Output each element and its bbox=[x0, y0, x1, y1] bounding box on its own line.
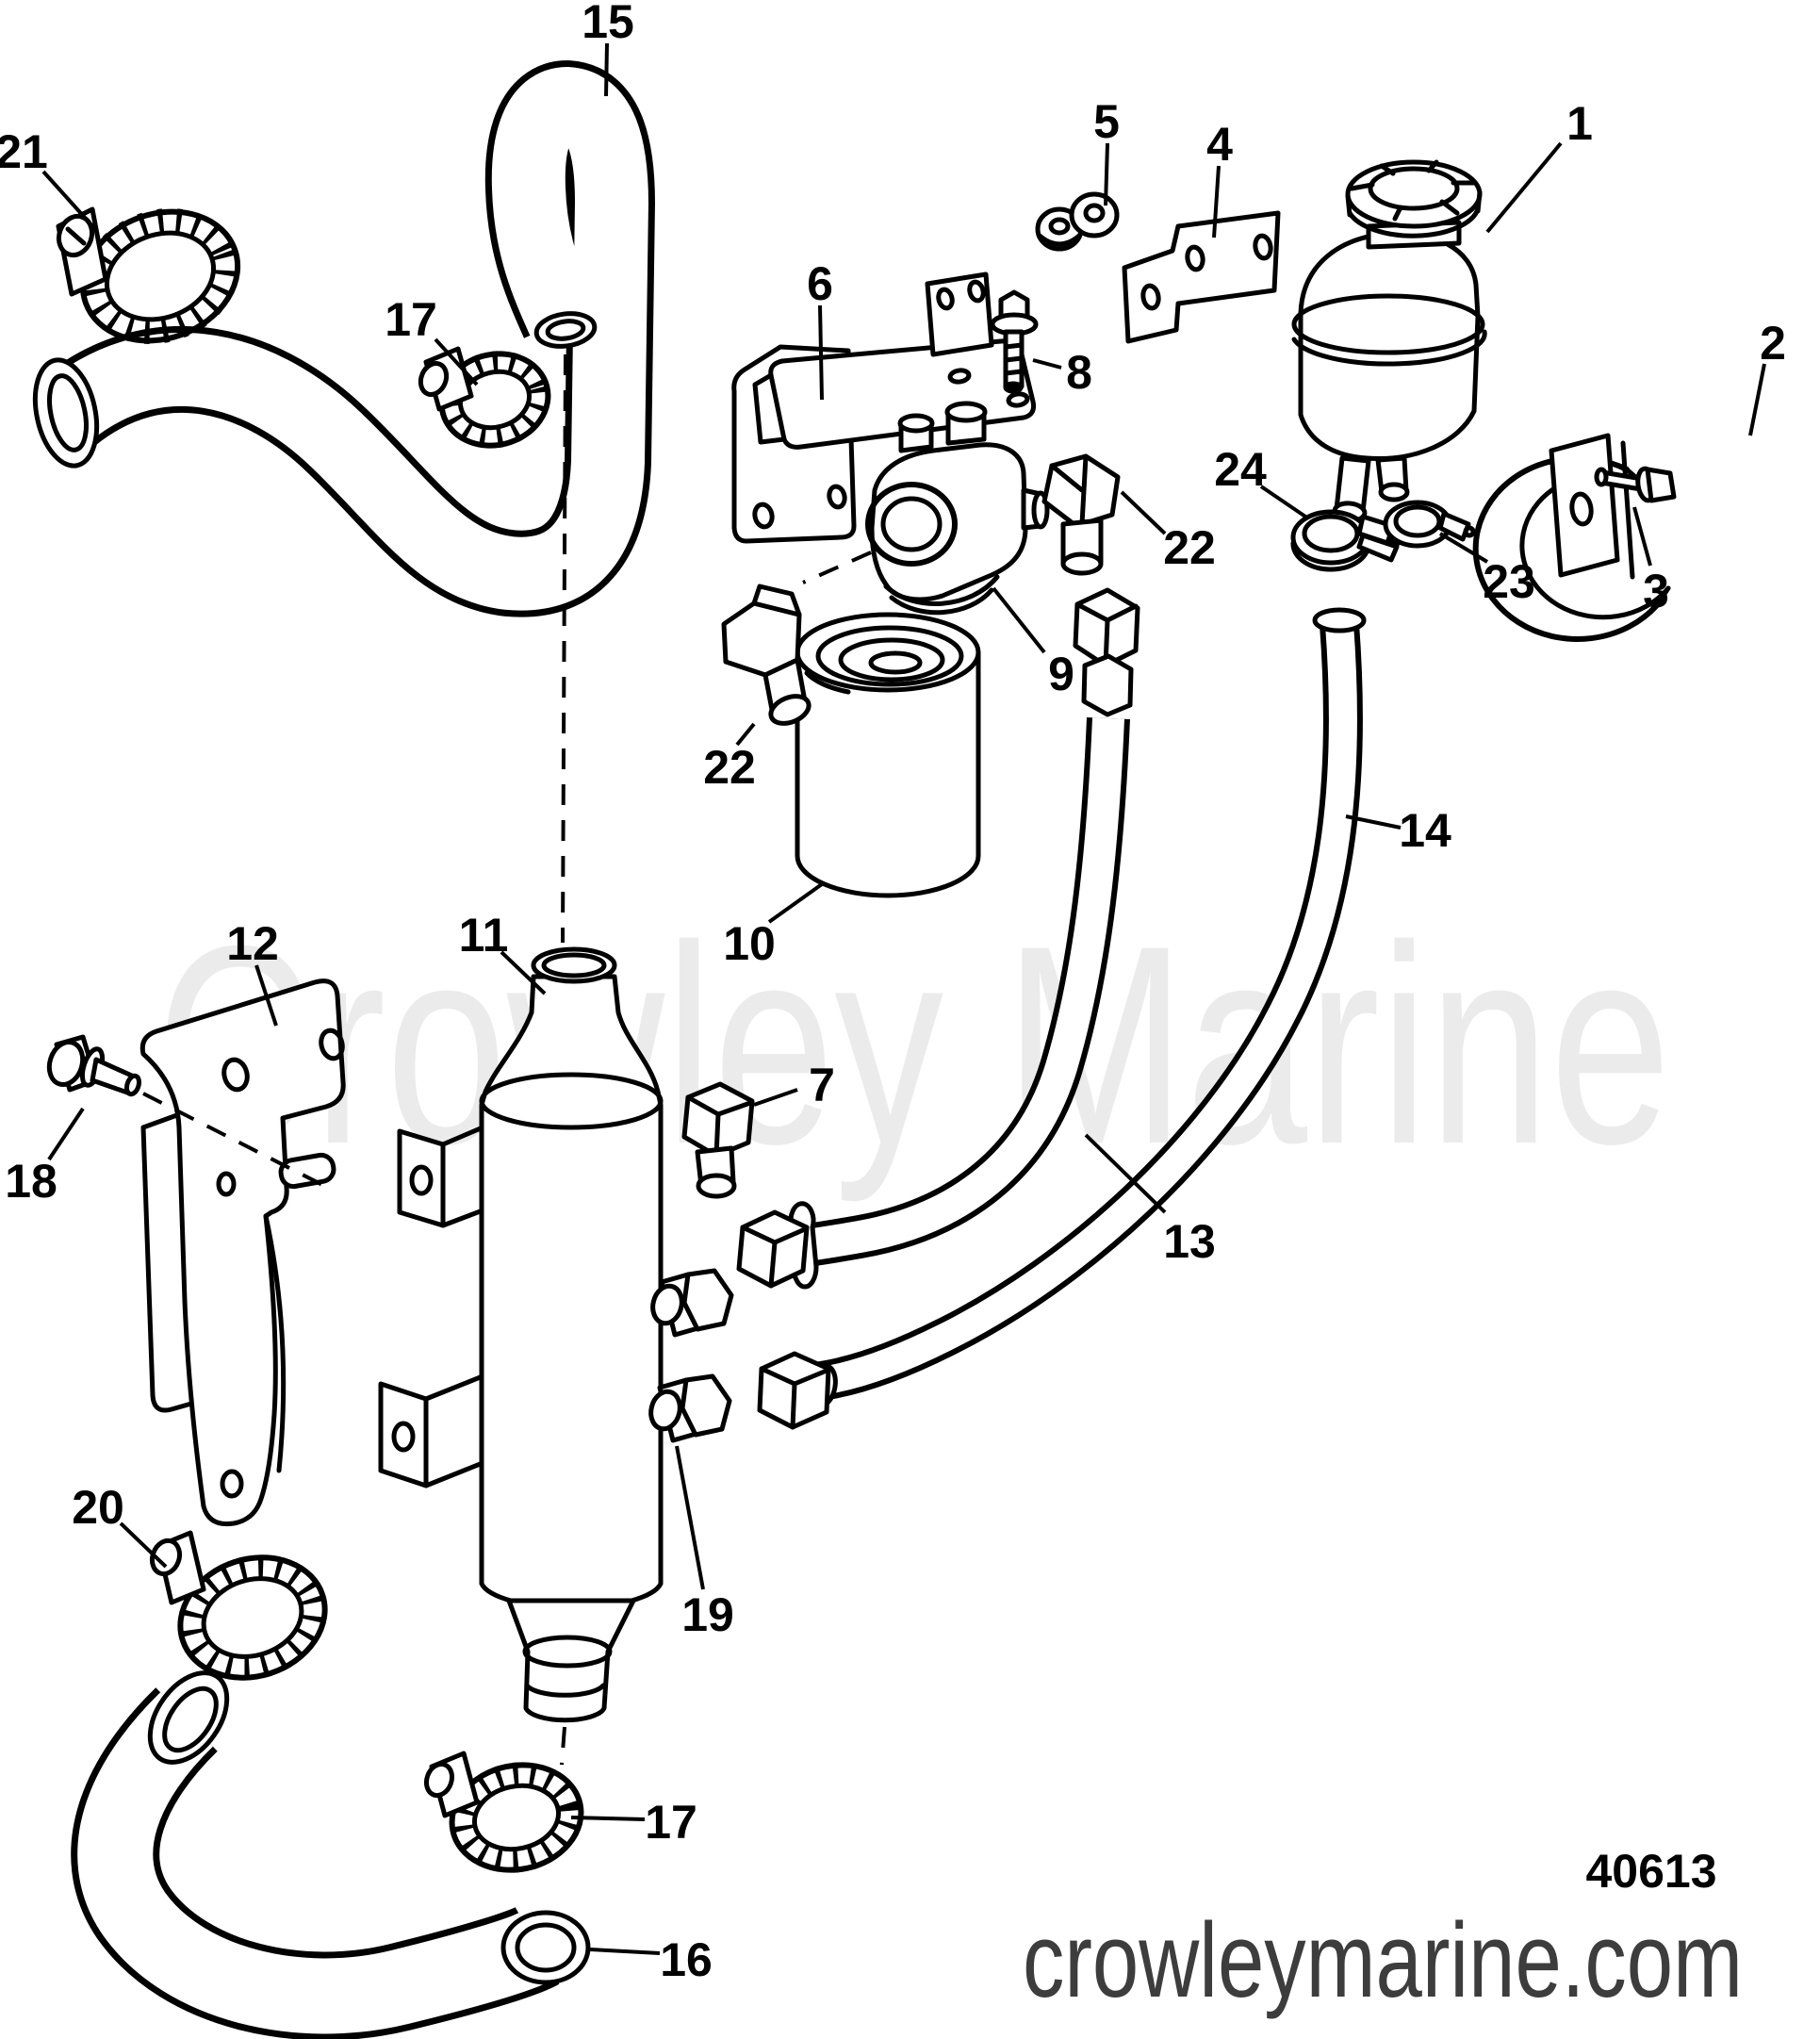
hose-15 bbox=[32, 59, 656, 944]
oil-filter-10 bbox=[795, 612, 981, 898]
callout-label-17: 17 bbox=[385, 293, 437, 346]
callout-leader-17 bbox=[434, 337, 479, 386]
nuts-5 bbox=[1035, 191, 1120, 252]
callout-leader-21 bbox=[41, 170, 96, 230]
callout-label-10: 10 bbox=[723, 917, 776, 970]
callout-leader-20 bbox=[119, 1521, 168, 1569]
clamp-20 bbox=[149, 1530, 328, 1681]
callout-leader-9 bbox=[992, 586, 1046, 654]
elbow-22-top bbox=[1041, 453, 1121, 576]
callout-label-23: 23 bbox=[1483, 555, 1535, 608]
callout-leader-18 bbox=[47, 1107, 85, 1161]
callout-label-1: 1 bbox=[1566, 97, 1593, 150]
callout-leader-4 bbox=[1212, 165, 1221, 238]
callout-label-18: 18 bbox=[5, 1155, 57, 1208]
callout-leader-15 bbox=[604, 42, 609, 97]
callout-label-13: 13 bbox=[1163, 1215, 1216, 1268]
callout-leader-3 bbox=[1632, 506, 1652, 567]
bracket-6 bbox=[731, 271, 1036, 544]
fitting-19-lower bbox=[648, 1373, 732, 1443]
callout-label-24: 24 bbox=[1214, 443, 1267, 496]
callout-label-16: 16 bbox=[660, 1933, 713, 1986]
callout-label-11: 11 bbox=[459, 909, 509, 962]
website-text: crowleymarine.com bbox=[1023, 1901, 1743, 2019]
elbow-22-left bbox=[721, 584, 812, 726]
clamp-17-upper bbox=[418, 346, 551, 449]
callout-leader-5 bbox=[1104, 142, 1109, 206]
callout-leader-6 bbox=[818, 304, 824, 401]
callout-leader-13 bbox=[1084, 1133, 1167, 1214]
callout-leader-10 bbox=[767, 882, 824, 924]
callout-leader-19 bbox=[675, 1445, 705, 1590]
callout-leader-1 bbox=[1485, 141, 1563, 234]
callout-label-6: 6 bbox=[807, 257, 833, 310]
spring-clamp-24 bbox=[1290, 509, 1403, 572]
hose-14 bbox=[757, 607, 1367, 1430]
callout-leader-22 bbox=[1120, 490, 1167, 535]
callout-leader-2 bbox=[1748, 363, 1766, 436]
fitting-19-upper bbox=[650, 1268, 734, 1338]
cooler-11 bbox=[378, 946, 734, 1766]
callout-leader-17 bbox=[570, 1816, 646, 1821]
callout-label-20: 20 bbox=[72, 1481, 124, 1534]
callout-leader-23 bbox=[1438, 532, 1489, 564]
callouts-layer: 1234567891011121314151617171819202122222… bbox=[0, 0, 1786, 1986]
callout-label-22: 22 bbox=[1163, 521, 1216, 574]
callout-leader-11 bbox=[500, 950, 547, 995]
callout-label-19: 19 bbox=[681, 1588, 734, 1641]
callout-leader-14 bbox=[1345, 814, 1402, 830]
callout-leader-22 bbox=[735, 722, 756, 747]
callout-label-7: 7 bbox=[809, 1059, 835, 1111]
callout-leader-24 bbox=[1259, 485, 1310, 520]
callout-label-14: 14 bbox=[1399, 804, 1451, 857]
hose-16 bbox=[71, 1670, 591, 2039]
callout-leader-7 bbox=[753, 1088, 798, 1107]
callout-label-9: 9 bbox=[1048, 648, 1074, 700]
reservoir-1 bbox=[1291, 159, 1487, 523]
callout-label-2: 2 bbox=[1760, 317, 1786, 370]
callout-label-4: 4 bbox=[1206, 118, 1233, 171]
callout-label-22: 22 bbox=[703, 741, 756, 794]
callout-label-8: 8 bbox=[1066, 346, 1092, 399]
bracket-12 bbox=[139, 978, 346, 1527]
callout-label-5: 5 bbox=[1093, 95, 1120, 148]
bracket-4 bbox=[1122, 210, 1281, 344]
spring-clamp-23 bbox=[1383, 500, 1476, 549]
elbow-7 bbox=[681, 1081, 755, 1199]
callout-label-12: 12 bbox=[226, 917, 279, 970]
bolt-8 bbox=[990, 289, 1039, 394]
bolt-18 bbox=[46, 1034, 333, 1192]
callout-label-15: 15 bbox=[582, 0, 634, 48]
assembly-dash-line bbox=[561, 354, 567, 944]
callout-label-21: 21 bbox=[0, 125, 48, 178]
callout-leader-8 bbox=[1032, 358, 1062, 370]
watermark-text: Crowley Marine bbox=[156, 886, 1671, 1205]
clamp-21 bbox=[56, 206, 241, 344]
callout-label-3: 3 bbox=[1643, 565, 1669, 617]
strap-clamp-2 bbox=[1472, 433, 1671, 642]
bolt-3 bbox=[1594, 466, 1677, 503]
hose-13 bbox=[736, 587, 1140, 1290]
diagram-number: 40613 bbox=[1585, 1845, 1716, 1898]
callout-leader-16 bbox=[589, 1948, 661, 1955]
callout-leader-12 bbox=[254, 964, 278, 1027]
callout-label-17: 17 bbox=[645, 1796, 697, 1849]
clamp-17-lower bbox=[423, 1751, 584, 1873]
